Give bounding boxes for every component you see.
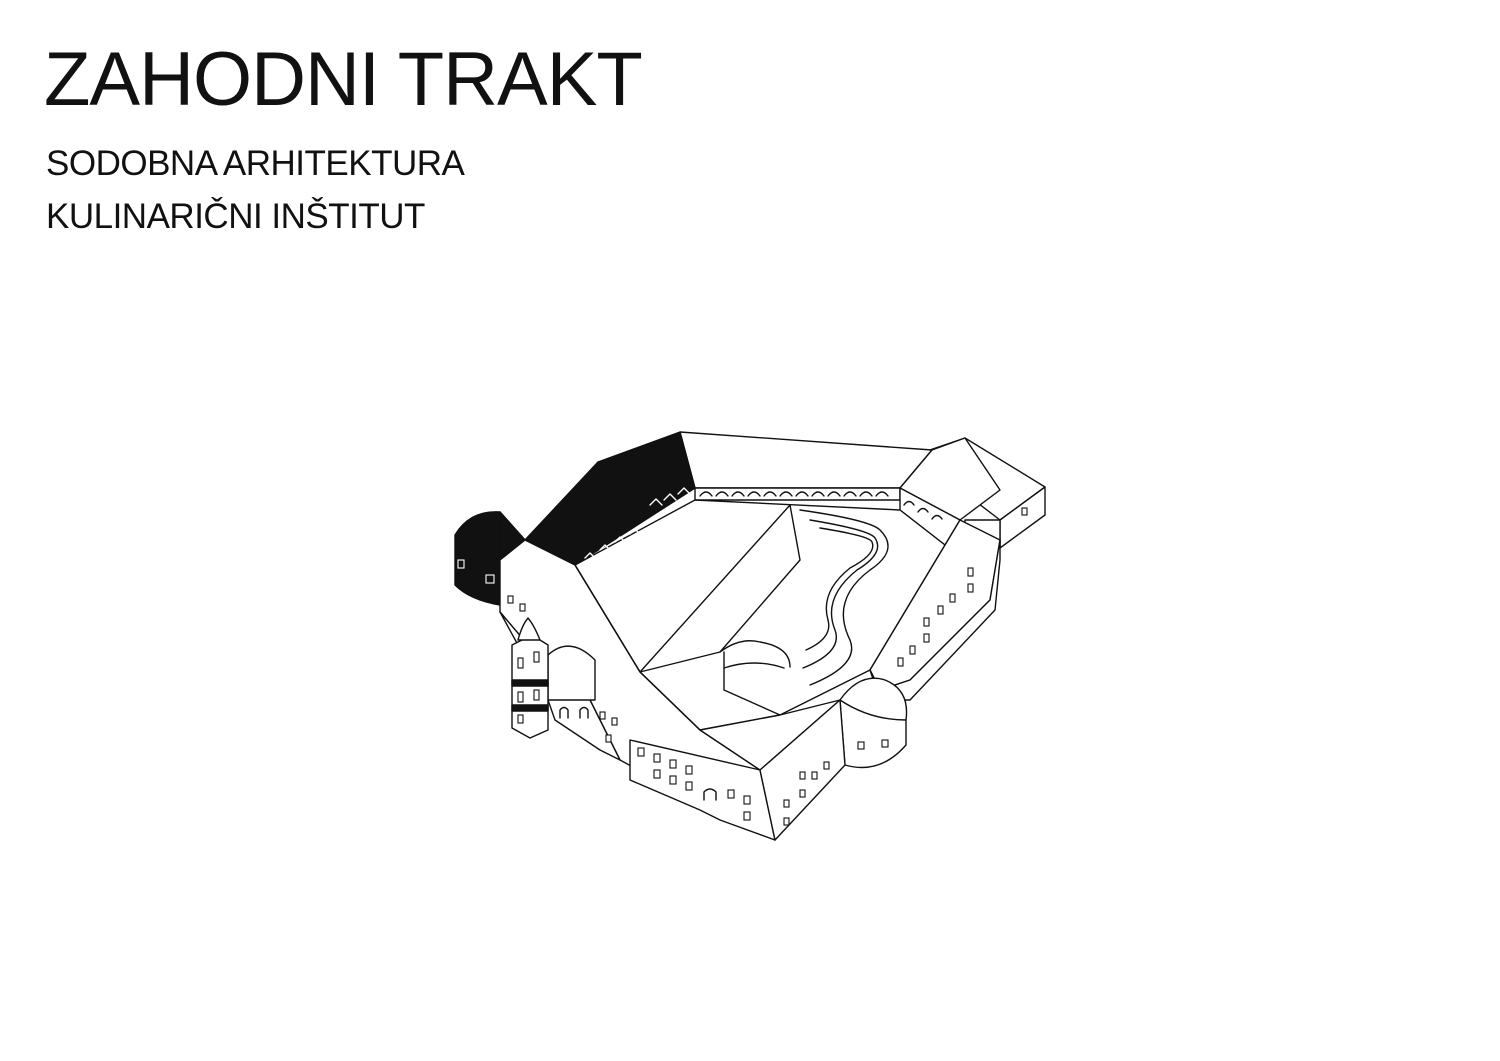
subtitle-architecture: SODOBNA ARHITEKTURA — [46, 144, 465, 183]
northeast-corner-block — [899, 437, 1001, 546]
bell-tower — [511, 617, 549, 739]
west-wall-windows — [507, 595, 526, 612]
courtyard-terraces — [639, 504, 889, 716]
page-title: ZAHODNI TRAKT — [44, 37, 643, 122]
east-wing — [869, 507, 1028, 701]
north-arcade — [699, 491, 889, 497]
subtitle-institute: KULINARIČNI INŠTITUT — [46, 197, 425, 236]
ne-arcade — [903, 500, 943, 520]
northwest-round-tower — [454, 511, 526, 606]
south-wing-windows — [637, 747, 751, 821]
southeast-round-tower — [839, 677, 908, 769]
west-wing-arcade — [584, 487, 691, 559]
north-wing — [679, 431, 933, 501]
east-wing-windows — [897, 507, 1028, 667]
southeast-connector — [759, 699, 846, 841]
